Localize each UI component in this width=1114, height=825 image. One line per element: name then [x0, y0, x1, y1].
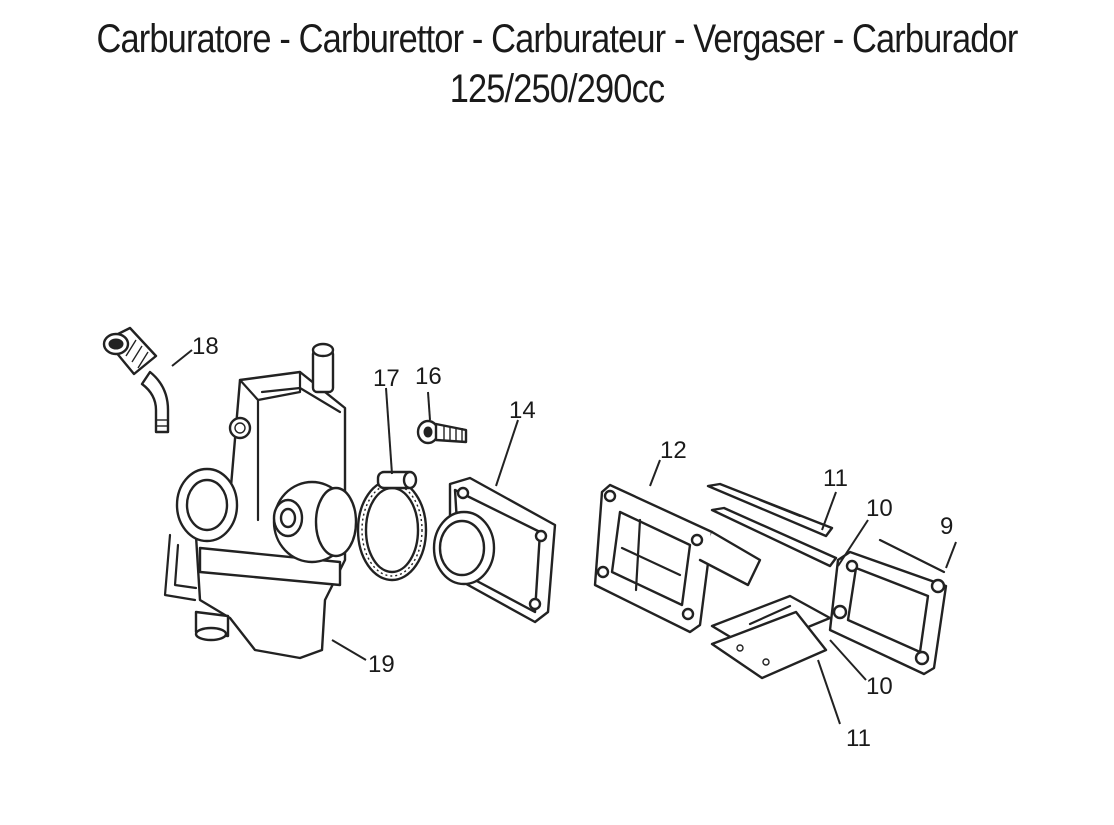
part-10-top-reed-petal	[710, 506, 838, 568]
callout-9: 9	[940, 513, 953, 540]
part-19-carburettor-body	[163, 342, 358, 660]
callout-12: 12	[660, 437, 687, 464]
callout-10-bottom: 10	[866, 673, 893, 700]
part-11-top-reed-stopper	[706, 482, 834, 538]
callout-17: 17	[373, 365, 400, 392]
callout-11-top: 11	[823, 465, 848, 492]
callout-14: 14	[509, 397, 536, 424]
diagram-title: Carburatore - Carburettor - Carburateur …	[0, 14, 1114, 114]
callout-11-bottom: 11	[846, 725, 871, 752]
part-12-spacer	[593, 483, 762, 634]
part-14-intake-manifold	[432, 476, 557, 624]
callout-16: 16	[415, 363, 442, 390]
title-line-displacement: 125/250/290cc	[449, 67, 665, 111]
part-17-hose-clamp	[356, 470, 428, 582]
part-9-reed-cage	[828, 538, 948, 676]
title-line-languages: Carburatore - Carburettor - Carburateur …	[96, 17, 1019, 61]
part-11-bottom-reed-stopper	[710, 610, 828, 680]
part-18-hose-fitting	[102, 326, 170, 434]
callout-18: 18	[192, 333, 219, 360]
callout-19: 19	[368, 651, 395, 678]
part-16-screw	[416, 419, 468, 445]
callout-leader-lines	[171, 349, 957, 725]
callout-10-top: 10	[866, 495, 893, 522]
